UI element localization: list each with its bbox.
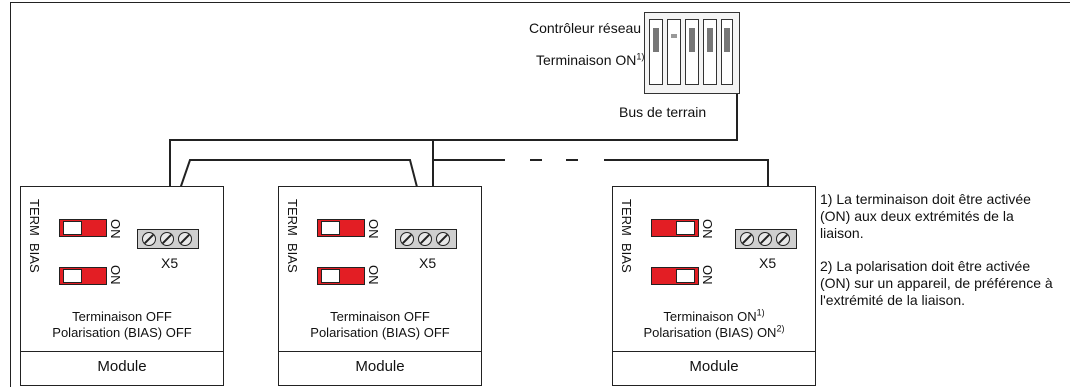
controller-slot — [667, 19, 681, 85]
term-label: TERM — [27, 199, 42, 236]
term-label: TERM — [285, 199, 300, 236]
fieldbus-label: Bus de terrain — [619, 104, 707, 120]
module-divider — [279, 351, 481, 352]
status-bias: Polarisation (BIAS) OFF — [52, 325, 192, 340]
module-1: TERM BIAS ON ON X5 Terminaison OFF Polar… — [20, 186, 224, 386]
x5-terminal — [735, 229, 797, 249]
x5-label: X5 — [161, 255, 179, 271]
term-label: TERM — [619, 199, 634, 236]
bus-cable-outer — [169, 92, 738, 218]
footnote-2: 2) La polarisation doit être activée (ON… — [820, 258, 1053, 308]
term-switch — [317, 219, 365, 237]
bias-switch — [651, 267, 699, 285]
x5-terminal — [137, 229, 199, 249]
diagram-frame — [10, 2, 1070, 387]
x5-terminal — [395, 229, 457, 249]
term-switch — [59, 219, 107, 237]
module-2: TERM BIAS ON ON X5 Terminaison OFF Polar… — [278, 186, 482, 386]
bias-switch — [317, 267, 365, 285]
status-bias: Polarisation (BIAS) ON2) — [643, 323, 785, 340]
status-termination: Terminaison OFF — [72, 309, 172, 324]
status-termination: Terminaison ON1) — [663, 307, 765, 324]
bias-label: BIAS — [285, 243, 300, 273]
module-name: Module — [689, 358, 739, 375]
status-bias: Polarisation (BIAS) OFF — [310, 325, 450, 340]
controller-name: Contrôleur réseau — [529, 20, 642, 36]
footnote-1: 1) La terminaison doit être activée (ON)… — [820, 191, 1031, 241]
term-on-label: ON — [700, 219, 715, 239]
controller-termination: Terminaison ON1) — [536, 51, 645, 68]
bias-on-label: ON — [366, 265, 381, 285]
term-switch — [651, 219, 699, 237]
bias-label: BIAS — [27, 243, 42, 273]
term-on-label: ON — [108, 219, 123, 239]
term-on-label: ON — [366, 219, 381, 239]
controller-slot — [685, 19, 699, 85]
controller-slot — [721, 19, 733, 85]
controller-slot — [649, 19, 663, 85]
x5-label: X5 — [759, 255, 777, 271]
bias-on-label: ON — [700, 265, 715, 285]
module-divider — [613, 351, 815, 352]
module-divider — [21, 351, 223, 352]
module-name: Module — [355, 358, 405, 375]
controller-slot — [703, 19, 717, 85]
bias-switch — [59, 267, 107, 285]
module-3: TERM BIAS ON ON X5 Terminaison ON1) Pola… — [612, 186, 816, 386]
x5-label: X5 — [419, 255, 437, 271]
status-termination: Terminaison OFF — [330, 309, 430, 324]
bias-label: BIAS — [619, 243, 634, 273]
network-controller-icon — [644, 12, 740, 94]
bias-on-label: ON — [108, 265, 123, 285]
module-name: Module — [97, 358, 147, 375]
